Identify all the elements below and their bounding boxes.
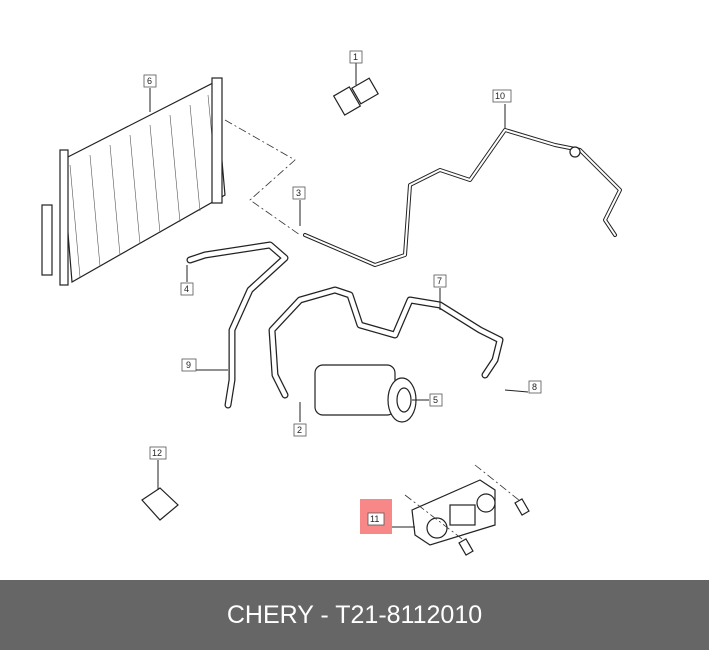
footer-bar: CHERY - T21-8112010 xyxy=(0,580,709,650)
pressure-switch-part xyxy=(332,77,379,116)
callout-label: 7 xyxy=(437,276,442,286)
callout-label: 3 xyxy=(296,188,301,198)
callout-8[interactable]: 8 xyxy=(528,380,542,394)
callout-label: 9 xyxy=(186,360,191,370)
callout-9[interactable]: 9 xyxy=(181,358,197,372)
callout-6[interactable]: 6 xyxy=(143,74,157,88)
callout-10[interactable]: 10 xyxy=(492,89,512,103)
callout-1[interactable]: 1 xyxy=(349,50,363,64)
callout-label: 8 xyxy=(532,382,537,392)
callout-7[interactable]: 7 xyxy=(433,274,447,288)
callout-label: 6 xyxy=(147,76,152,86)
callout-label: 5 xyxy=(433,395,438,405)
callout-label: 1 xyxy=(353,52,358,62)
callout-label: 4 xyxy=(184,284,189,294)
condenser-part xyxy=(41,77,226,286)
callout-5[interactable]: 5 xyxy=(429,393,443,407)
callout-label: 2 xyxy=(297,425,302,435)
part-number-caption: CHERY - T21-8112010 xyxy=(226,600,483,629)
callout-2[interactable]: 2 xyxy=(293,423,307,437)
callout-label: 12 xyxy=(152,448,162,458)
callout-3[interactable]: 3 xyxy=(292,186,306,200)
callout-label: 11 xyxy=(370,514,379,524)
parts-diagram: 1 2 3 4 5 6 7 8 9 10 11 12 xyxy=(41,50,622,556)
callout-11[interactable]: 11 xyxy=(367,512,385,526)
compressor-part xyxy=(314,364,417,423)
control-panel-part xyxy=(404,464,530,556)
callout-label: 10 xyxy=(495,91,505,101)
callout-12[interactable]: 12 xyxy=(149,446,167,460)
cap-part xyxy=(141,487,179,521)
callout-4[interactable]: 4 xyxy=(180,282,194,296)
